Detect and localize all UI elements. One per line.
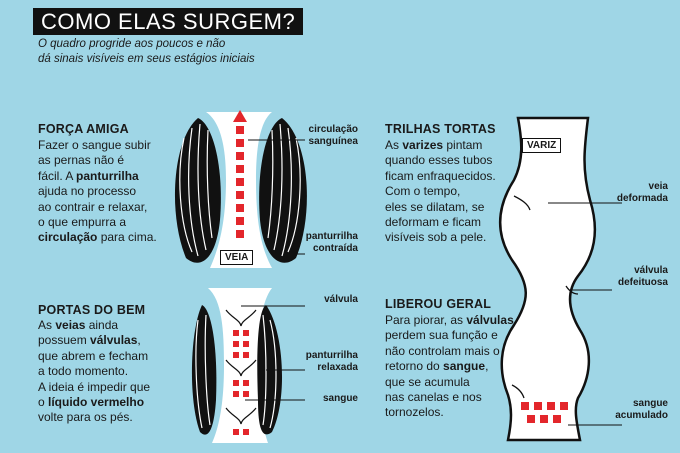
emphasis: panturrilha	[76, 168, 139, 183]
section-heading-liberou: LIBEROU GERAL	[385, 297, 492, 311]
text-line: o líquido vermelho	[38, 395, 145, 410]
label-circulacao: circulação sanguínea	[308, 124, 358, 147]
text-line: fácil. A panturrilha	[38, 168, 139, 183]
text-line: perdem sua função e	[385, 328, 498, 343]
text-line: visíveis sob a pele.	[385, 230, 487, 245]
label-sangue: sangue	[322, 393, 358, 404]
text-line: deformam e ficam	[385, 215, 482, 230]
section-heading-forca: FORÇA AMIGA	[38, 122, 129, 136]
label-veia: VEIA	[220, 250, 254, 265]
emphasis: válvulas	[90, 333, 138, 348]
vein-figure-relaxed	[191, 288, 305, 443]
emphasis: líquido vermelho	[48, 395, 145, 410]
emphasis: sangue	[443, 359, 486, 374]
vein-tube	[208, 288, 272, 443]
text-line: a todo momento.	[38, 364, 129, 379]
label-valvula: válvula	[324, 294, 358, 305]
section-heading-trilhas: TRILHAS TORTAS	[385, 122, 496, 136]
valves	[225, 309, 257, 425]
text-line: A ideia é impedir que	[38, 379, 151, 394]
text-line: volte para os pés.	[38, 410, 133, 425]
text-line: As varizes pintam	[385, 138, 483, 152]
emphasis: válvulas	[466, 313, 514, 327]
label-sangue-acumulado: sangue acumulado	[615, 398, 668, 421]
label-panturrilha-contraida: panturrilha contraída	[305, 231, 358, 254]
text-line: ajuda no processo	[38, 184, 137, 199]
vein-tube	[206, 112, 272, 268]
label-variz: VARIZ	[522, 138, 562, 153]
text-line: possuem válvulas,	[38, 333, 141, 348]
calf-muscle-left	[174, 118, 221, 263]
page-subtitle: O quadro progride aos poucos e não dá si…	[38, 38, 255, 65]
label-panturrilha-relaxada: panturrilha relaxada	[305, 350, 358, 373]
text-line: ficam enfraquecidos.	[385, 168, 496, 183]
calf-muscle-right	[259, 118, 307, 263]
text-line: não controlam mais o	[385, 343, 500, 358]
text-line: o que empurra a	[38, 215, 127, 230]
page-title: COMO ELAS SURGEM?	[33, 8, 304, 35]
emphasis: varizes	[402, 138, 444, 152]
blood-dots	[233, 330, 249, 435]
text-line: retorno do sangue,	[385, 359, 489, 374]
vein-figure-contracted	[174, 110, 307, 268]
text-line: Com o tempo,	[385, 184, 461, 199]
text-line: ao contrair e relaxar,	[38, 199, 148, 214]
emphasis: circulação	[38, 230, 98, 245]
text-line: que se acumula	[385, 374, 470, 389]
text-line: circulação para cima.	[38, 230, 157, 245]
accumulated-blood	[521, 402, 568, 423]
text-line: Para piorar, as válvulas	[385, 313, 514, 327]
text-line: eles se dilatam, se	[385, 199, 485, 214]
text-line: que abrem e fecham	[38, 348, 149, 363]
text-line: tornozelos.	[385, 405, 444, 420]
blood-flow-arrow	[233, 110, 247, 238]
text-line: quando esses tubos	[385, 153, 493, 168]
label-valvula-defeituosa: válvula defeituosa	[617, 265, 668, 288]
calf-muscle-left	[191, 305, 217, 435]
broken-valves	[511, 195, 579, 399]
text-line: As veias ainda	[38, 318, 119, 332]
label-veia-deformada: veia deformada	[616, 181, 668, 204]
text-line: nas canelas e nos	[385, 390, 482, 405]
section-heading-portas: PORTAS DO BEM	[38, 303, 146, 317]
text-line: as pernas não é	[38, 153, 125, 168]
varicose-vein-figure	[499, 116, 622, 442]
text-line: Fazer o sangue subir	[38, 138, 151, 152]
emphasis: veias	[55, 318, 86, 332]
deformed-vein	[499, 116, 597, 442]
